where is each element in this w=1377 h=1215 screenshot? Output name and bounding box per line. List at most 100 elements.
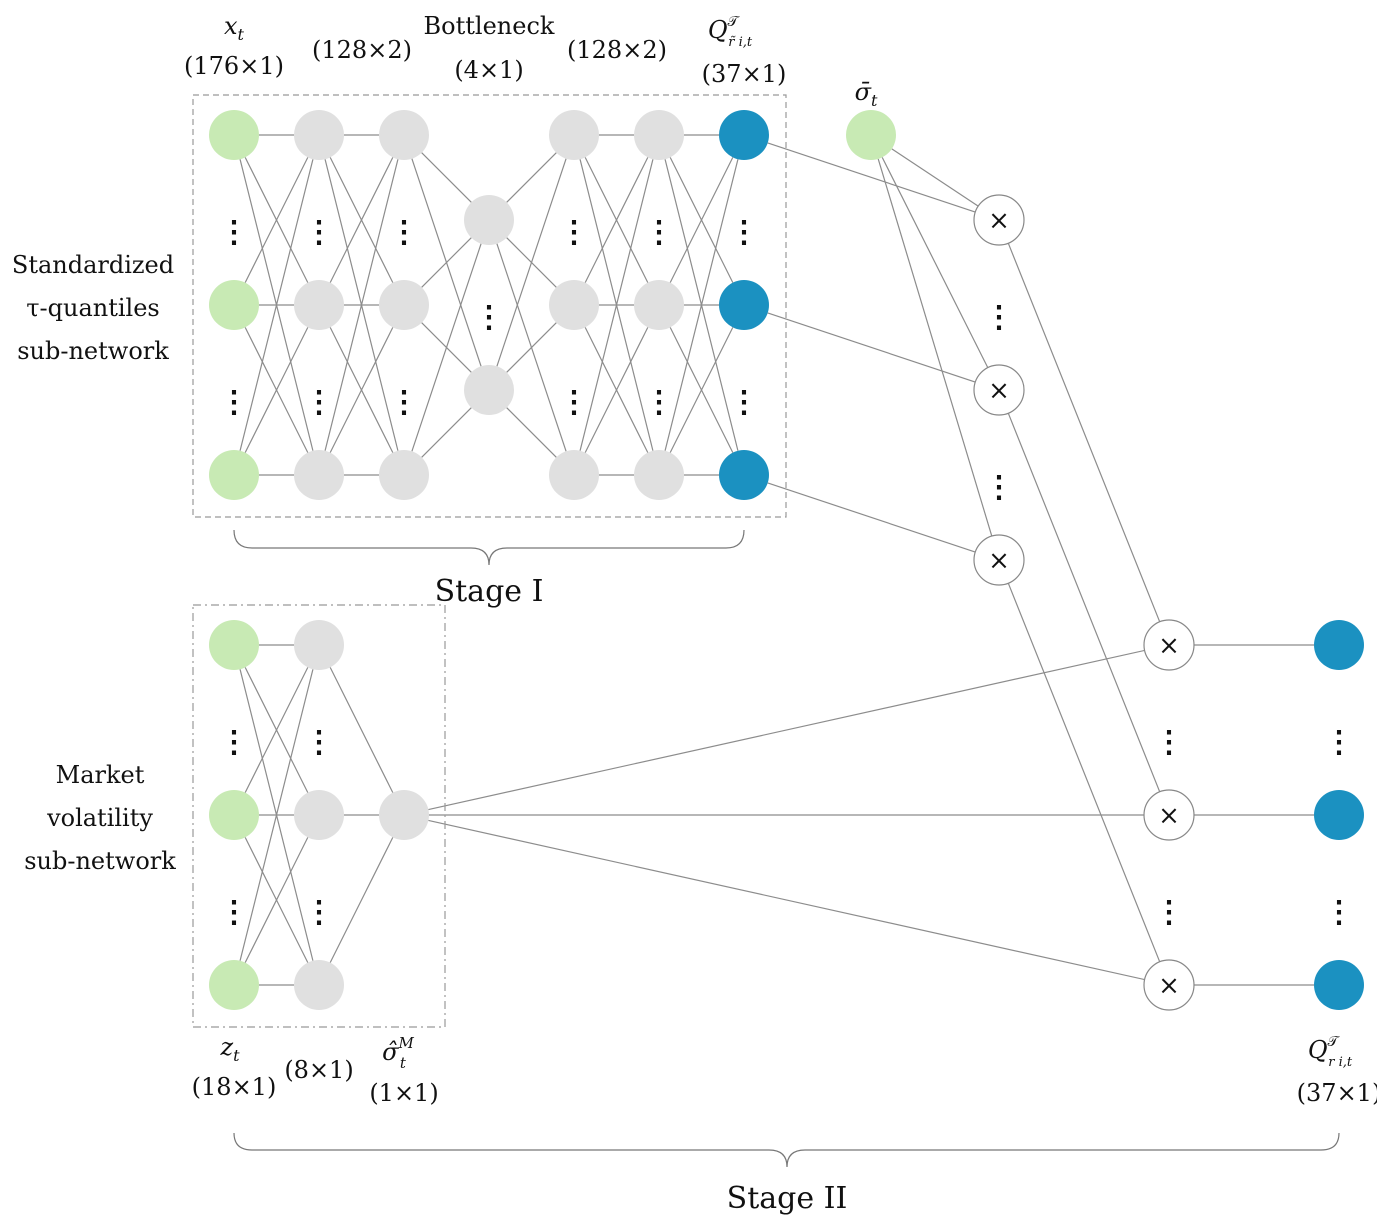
connection-edge: [244, 667, 309, 793]
stage1-brace: [233, 529, 745, 566]
connection-edge: [428, 649, 1145, 811]
connection-edge: [244, 157, 309, 283]
ellipsis-dots: ⋮: [1154, 725, 1184, 760]
decoder-node: [549, 450, 599, 500]
connection-edge: [329, 157, 394, 283]
encoder-node: [294, 280, 344, 330]
ellipsis-dots: ⋮: [304, 725, 334, 760]
connection-edge: [579, 159, 654, 451]
input-x-node: [209, 280, 259, 330]
connection-edge: [1007, 582, 1161, 963]
encoder-node: [379, 280, 429, 330]
input-z-node: [209, 620, 259, 670]
input-x-node: [209, 110, 259, 160]
multiply-node-stage1: [973, 534, 1025, 586]
input-z-node: [209, 960, 259, 1010]
ellipsis-dots: ⋮: [1324, 725, 1354, 760]
ellipsis-dots: ⋮: [729, 215, 759, 250]
connection-edge: [767, 482, 976, 553]
input-x-dim: (176×1): [184, 52, 284, 80]
encoder-node: [379, 110, 429, 160]
ellipsis-dots: ⋮: [984, 470, 1014, 505]
stage2-brace: [233, 1132, 1340, 1168]
connection-edge: [421, 407, 472, 458]
ellipsis-dots: ⋮: [219, 385, 249, 420]
std-quantile-output-node: [719, 280, 769, 330]
ellipsis-dots: ⋮: [1154, 895, 1184, 930]
connection-edge: [881, 157, 989, 368]
multiply-node-stage2: [1143, 789, 1195, 841]
ellipsis-dots: ⋮: [729, 385, 759, 420]
ellipsis-dots: ⋮: [389, 385, 419, 420]
stage1-side-label-3: sub-network: [17, 337, 169, 365]
connection-edge: [496, 158, 567, 367]
sigma-bar-label: σ̄t: [855, 78, 878, 110]
ellipsis-dots: ⋮: [389, 215, 419, 250]
connection-edge: [329, 667, 394, 793]
connection-edge: [428, 819, 1145, 981]
ellipsis-dots: ⋮: [304, 215, 334, 250]
multiply-node-stage1: [973, 194, 1025, 246]
connection-edge: [324, 159, 399, 451]
connection-edge: [329, 837, 394, 963]
connection-edge: [669, 327, 734, 453]
volatility-hidden-node: [294, 790, 344, 840]
multiply-symbol: ×: [1158, 631, 1180, 661]
connection-edge: [244, 837, 309, 963]
stage1-side-label-1: Standardized: [12, 251, 174, 279]
decoder-node: [634, 450, 684, 500]
decoder-node: [549, 280, 599, 330]
ellipsis-dots: ⋮: [559, 215, 589, 250]
connection-edge: [1007, 412, 1161, 793]
connection-edge: [506, 152, 557, 203]
volatility-box: [192, 604, 446, 1028]
multiply-symbol: ×: [988, 206, 1010, 236]
sigma-hat-node: [379, 790, 429, 840]
encoder-dim: (128×2): [312, 36, 412, 64]
volatility-hidden-node: [294, 960, 344, 1010]
connection-edge: [421, 237, 472, 288]
sigma-hat-dim: (1×1): [369, 1079, 438, 1107]
connection-edge: [244, 327, 309, 453]
connection-edge: [239, 669, 314, 961]
bottleneck-label: Bottleneck: [424, 12, 555, 40]
std-quantile-output-node: [719, 450, 769, 500]
bottleneck-dim: (4×1): [454, 56, 523, 84]
multiply-node-stage1: [973, 364, 1025, 416]
bottleneck-node: [464, 195, 514, 245]
connection-edge: [584, 327, 649, 453]
stage2-side-label-3: sub-network: [24, 847, 176, 875]
volatility-hidden-node: [294, 620, 344, 670]
std-quantile-output-node: [719, 110, 769, 160]
decoder-node: [634, 280, 684, 330]
ellipsis-dots: ⋮: [1324, 895, 1354, 930]
multiply-node-stage2: [1143, 619, 1195, 671]
multiply-symbol: ×: [1158, 971, 1180, 1001]
ellipsis-dots: ⋮: [984, 300, 1014, 335]
decoder-node: [549, 110, 599, 160]
ellipsis-dots: ⋮: [474, 300, 504, 335]
ellipsis-dots: ⋮: [644, 215, 674, 250]
ellipsis-dots: ⋮: [219, 215, 249, 250]
stage1-box: [192, 94, 787, 518]
final-quantile-output-node: [1314, 790, 1364, 840]
ellipsis-dots: ⋮: [219, 725, 249, 760]
encoder-node: [294, 110, 344, 160]
connection-edge: [877, 158, 993, 537]
multiply-symbol: ×: [988, 376, 1010, 406]
ellipsis-dots: ⋮: [304, 385, 334, 420]
connection-edge: [584, 157, 649, 283]
sigma-bar-node: [846, 110, 896, 160]
input-x-label: xt: [224, 12, 245, 44]
bottleneck-node: [464, 365, 514, 415]
connection-edge: [669, 157, 734, 283]
final-quantile-output-node: [1314, 960, 1364, 1010]
encoder-node: [294, 450, 344, 500]
multiply-symbol: ×: [1158, 801, 1180, 831]
final-output-dim: (37×1): [1297, 1079, 1377, 1107]
input-x-node: [209, 450, 259, 500]
stage2-side-label-2: volatility: [46, 804, 153, 832]
